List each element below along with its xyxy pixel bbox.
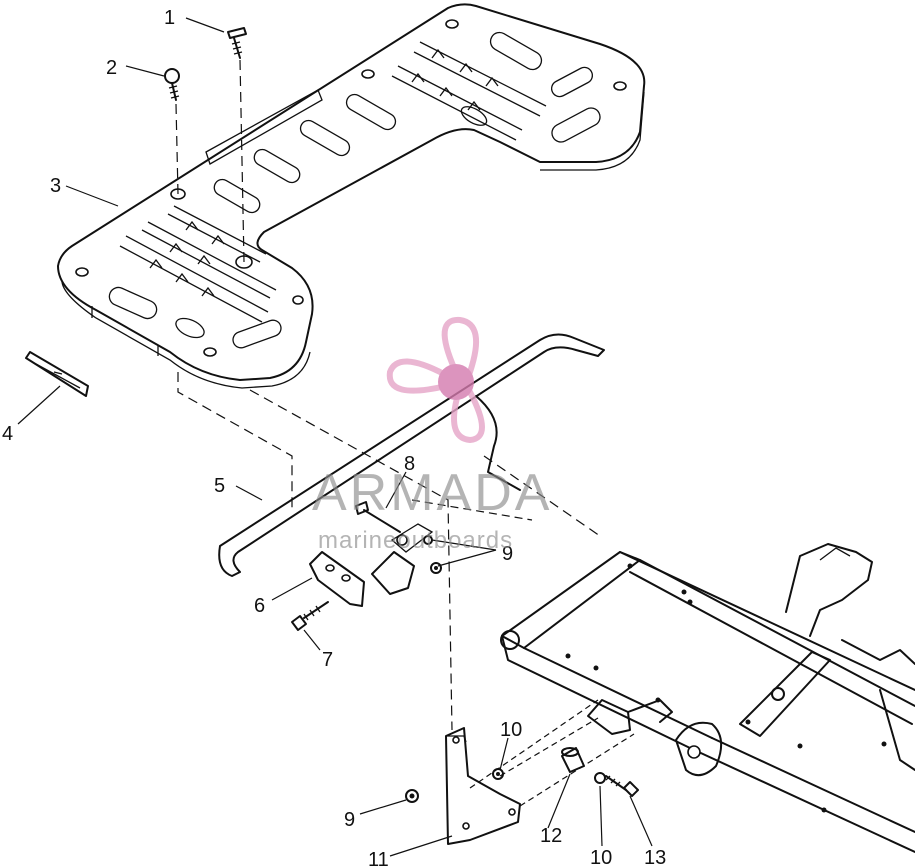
screw-part-2 [164, 68, 180, 101]
hitch-bracket-part-11 [445, 727, 521, 845]
callout-7: 7 [322, 649, 333, 671]
watermark: ARMADA marineoutboards [312, 316, 552, 554]
washer-part-10-lower [594, 772, 606, 784]
alignment-lines [175, 59, 601, 731]
callout-5: 5 [214, 475, 225, 497]
watermark-brand: ARMADA [312, 464, 552, 522]
rear-rack [57, 3, 646, 389]
nut-part-9-lower [405, 789, 419, 803]
callout-6: 6 [254, 595, 265, 617]
hitch-leaders [469, 699, 635, 807]
callout-8: 8 [404, 453, 415, 475]
callout-1: 1 [164, 7, 175, 29]
bolt-part-8 [355, 501, 401, 533]
screw-part-1 [227, 27, 247, 59]
callout-labels: 1 2 3 4 5 6 7 8 9 9 10 10 11 12 13 [2, 7, 666, 868]
callout-9-upper: 9 [502, 543, 513, 565]
bracket-part-6 [309, 523, 434, 607]
bolt-part-13 [605, 775, 639, 797]
rail-part-5 [218, 333, 605, 577]
propeller-logo-icon [386, 316, 485, 444]
bushing-part-12 [561, 747, 585, 773]
callout-4: 4 [2, 423, 13, 445]
callout-3: 3 [50, 175, 61, 197]
callout-10-upper: 10 [500, 719, 522, 741]
bolt-part-7 [291, 601, 329, 631]
reflector-part-4 [25, 351, 89, 397]
callout-11: 11 [368, 849, 389, 868]
callout-10-lower: 10 [590, 847, 612, 868]
callout-13: 13 [644, 847, 666, 868]
callout-12: 12 [540, 825, 562, 847]
watermark-tagline: marineoutboards [318, 527, 513, 554]
callout-leaders [17, 17, 653, 857]
vehicle-frame [500, 543, 915, 853]
callout-2: 2 [106, 57, 117, 79]
callout-9-lower: 9 [344, 809, 355, 831]
